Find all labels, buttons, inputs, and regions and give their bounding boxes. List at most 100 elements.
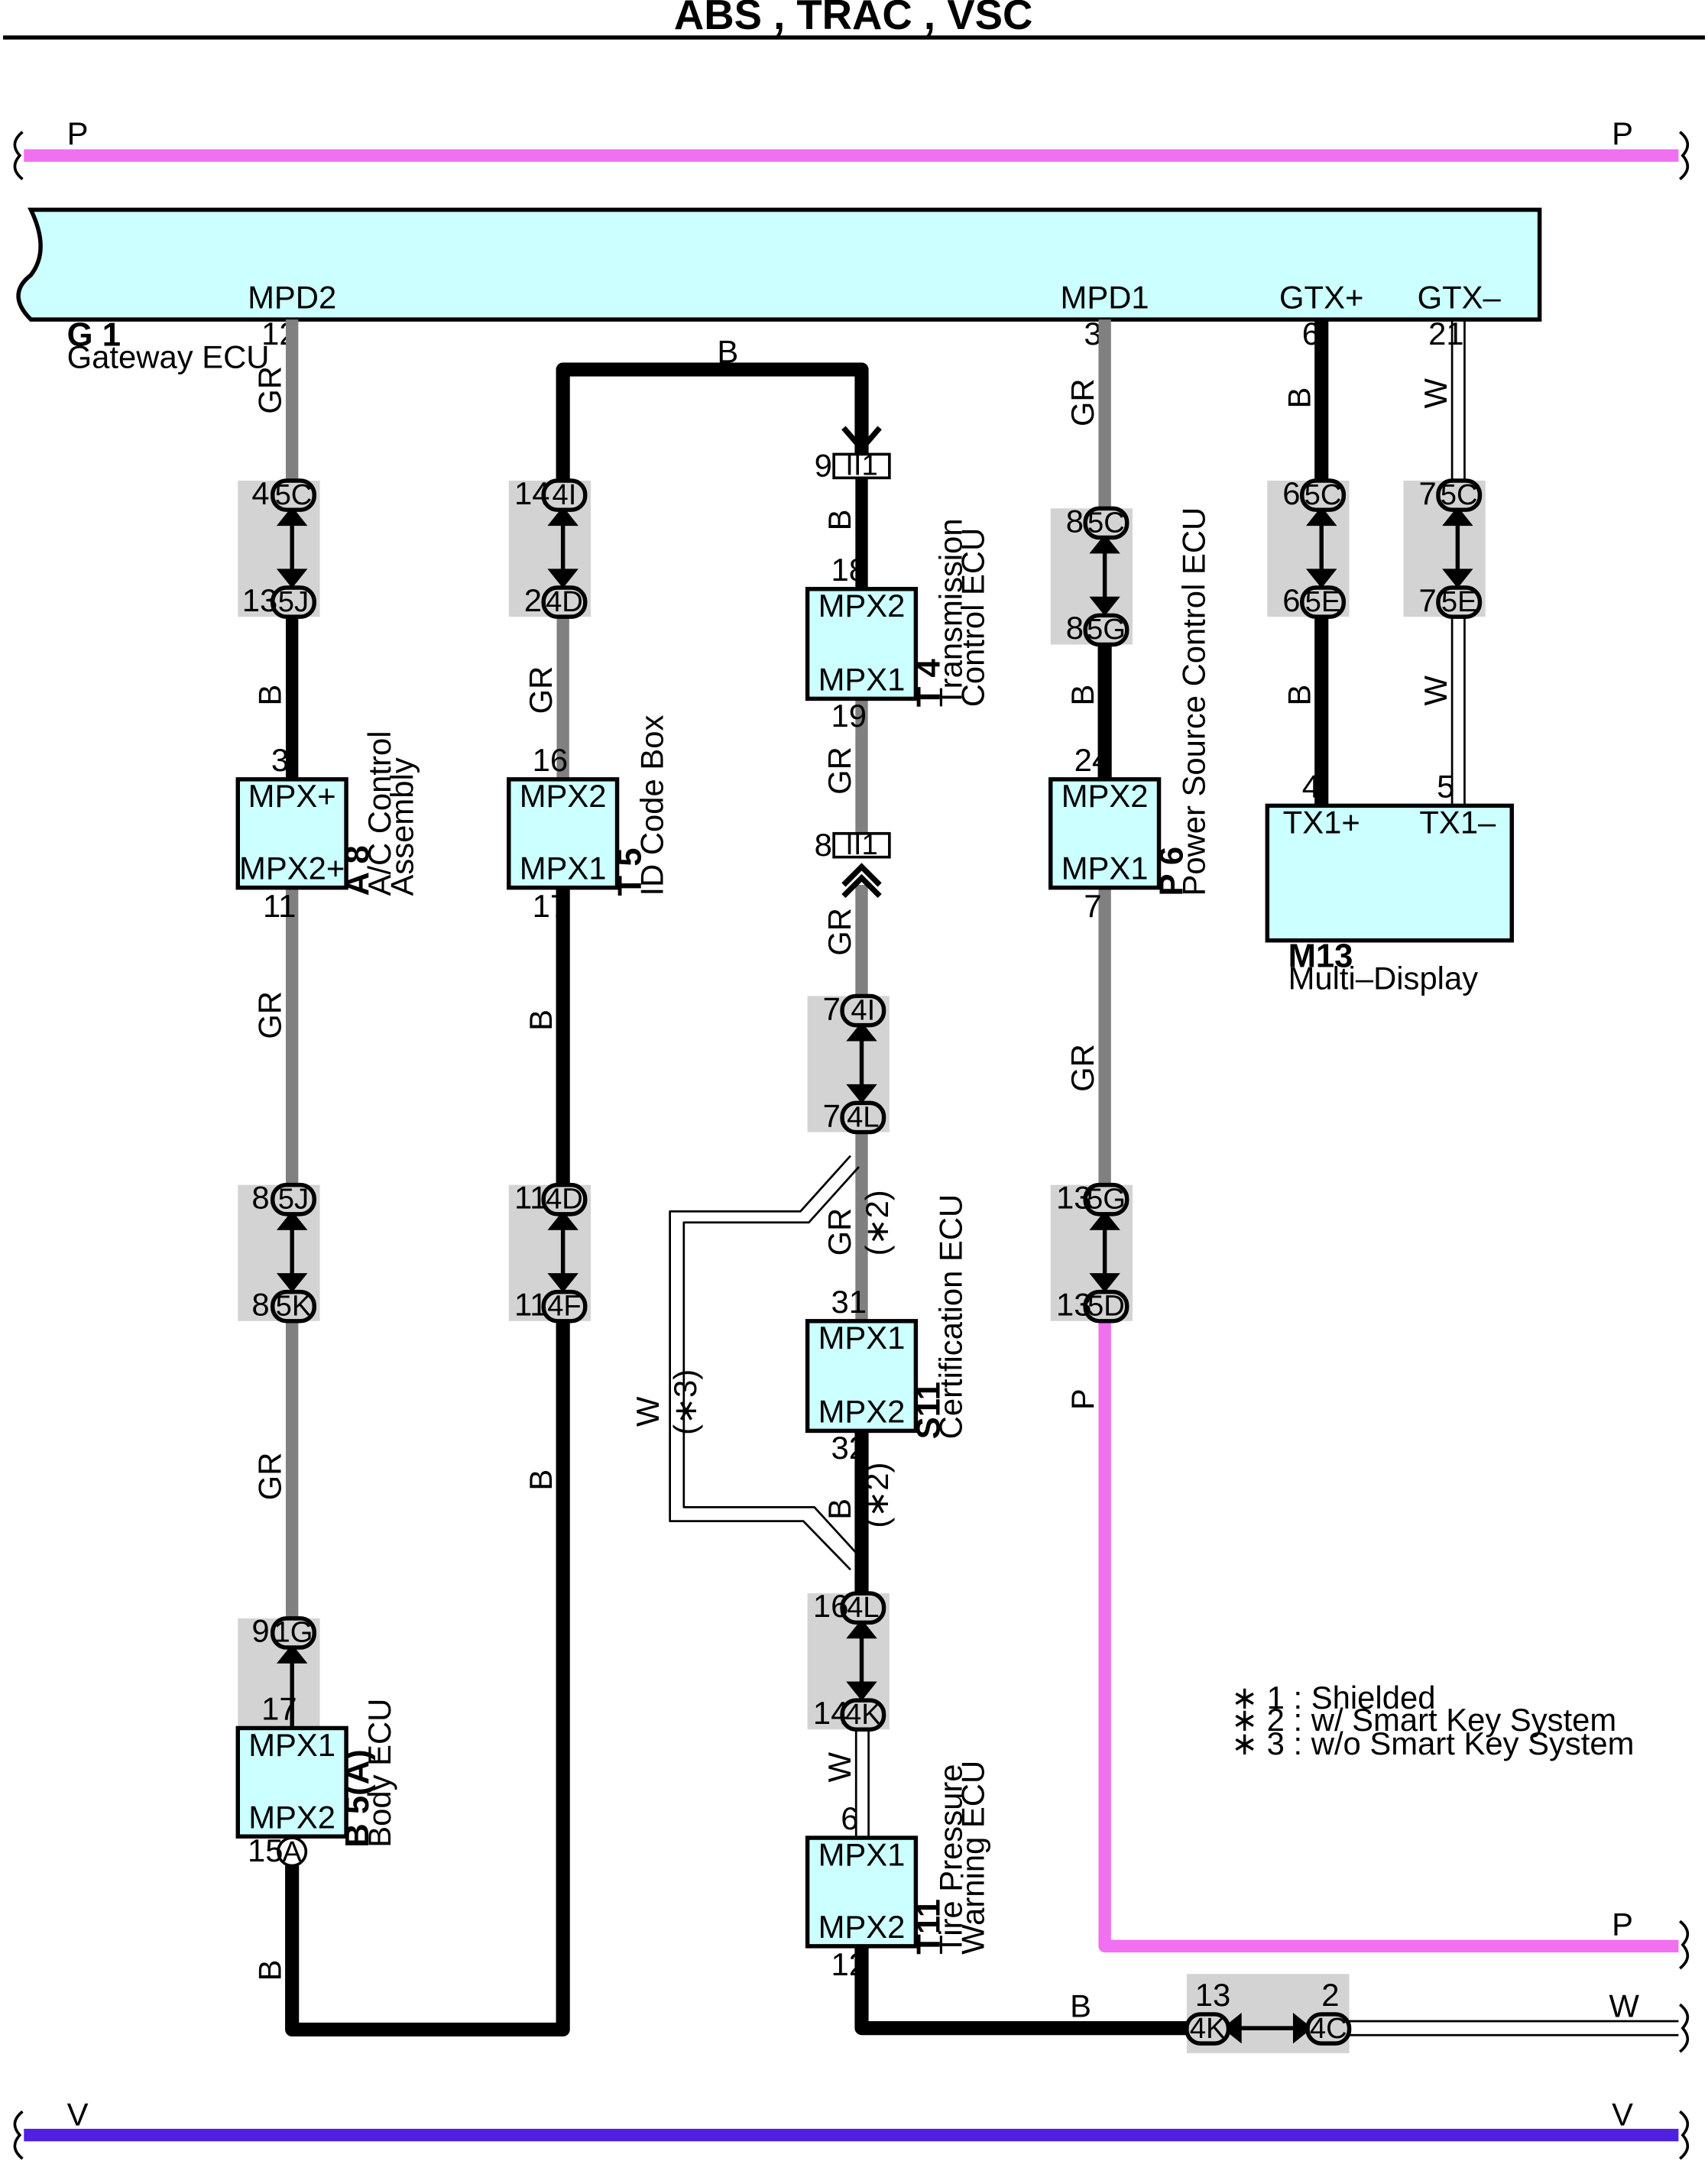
t5-terminal-bottom: MPX1 [520, 850, 607, 886]
bus-label-v-right: V [1612, 2096, 1633, 2132]
m13-pin-4: 4 [1302, 768, 1320, 804]
connector-5e: 5E [1305, 585, 1341, 618]
connector-5c-c: 5C [1304, 478, 1342, 511]
gateway-terminal-mpd1: MPD1 [1061, 280, 1149, 316]
gateway-ecu: MPD2 MPD1 GTX+ GTX– G 1 Gateway ECU 12 3… [16, 207, 1542, 375]
wire-color-labels: GR B GR GR B GR B B B B GR GR GR (∗2) B … [252, 333, 1640, 2023]
bus-label-p-right: P [1612, 115, 1633, 151]
wire-label-w-3: W [1609, 1988, 1640, 2024]
t11-pin-bottom: 12 [831, 1946, 867, 1982]
a8-name-1: A/C Control [361, 731, 397, 896]
a8-pin-top: 3 [271, 742, 289, 778]
pin-21: 21 [1428, 316, 1464, 352]
t5-code: T 5 [611, 848, 648, 896]
wire-label-gr-6: GR [822, 908, 857, 956]
a8-pin-bottom: 11 [263, 888, 296, 924]
pin-7-d: 7 [1418, 582, 1436, 618]
t5-name: ID Code Box [634, 714, 670, 896]
ii1-top-label: II1 [845, 449, 877, 482]
wire-label-gr-5: GR [822, 747, 857, 795]
s11-name: Certification ECU [932, 1194, 968, 1440]
t4-name-1: Transmission [932, 518, 968, 707]
connector-5g: 5G [1087, 613, 1126, 646]
note-shield-1: (∗2) [859, 1190, 895, 1255]
t5-terminal-top: MPX2 [520, 778, 607, 814]
t11-name-1: Tire Pressure [932, 1764, 968, 1954]
a8-terminal-top: MPX+ [248, 778, 336, 814]
legend-line-2: ∗ 2 : w/ Smart Key System [1231, 1702, 1616, 1738]
wire-label-b-4: B [523, 1469, 559, 1491]
a8-code: A 8 [339, 845, 376, 896]
pin-6-c: 6 [1282, 582, 1300, 618]
ecu-m13: TX1+ TX1– 4 5 M13 Multi–Display [1265, 768, 1514, 996]
wire-label-b-8: B [1065, 685, 1100, 706]
connector-5j: 5J [278, 585, 309, 618]
wire-label-w-5: W [1418, 675, 1454, 705]
p6-name: Power Source Control ECU [1176, 507, 1212, 896]
ecu-p6: MPX2 MPX1 24 7 P 6 Power Source Control … [1048, 507, 1212, 924]
connector-5g-b: 5G [1087, 1183, 1126, 1216]
power-bus-bottom: V V [13, 1920, 1690, 2160]
connector-5j-b: 5J [278, 1183, 309, 1216]
connector-5c: 5C [275, 478, 313, 511]
bus-label-v-left: V [67, 2096, 89, 2132]
pin-13-d: 13 [1195, 1977, 1231, 2013]
junction-connector-ii1-top: II1 9 [815, 426, 891, 484]
wire-label-b-5: B [822, 510, 857, 531]
wire-label-b-10: B [1282, 685, 1317, 706]
connector-4d: 4D [546, 585, 583, 618]
b5-pin-bottom: 15 [248, 1832, 284, 1868]
pin-14: 14 [514, 475, 550, 511]
note-shield-2: (∗2) [859, 1463, 895, 1528]
pin-2: 2 [524, 582, 542, 618]
junction-connector-ii1-bottom: II1 8 [815, 827, 891, 899]
pin-16: 16 [813, 1588, 849, 1624]
gateway-name: Gateway ECU [67, 339, 270, 375]
m13-code: M13 [1288, 938, 1353, 974]
s11-pin-bottom: 32 [831, 1430, 867, 1466]
wire-label-b-9: B [1282, 387, 1317, 409]
wire-label-b-7: B [1070, 1988, 1091, 2024]
gateway-code: G 1 [67, 317, 121, 354]
wire-label-gr-7: GR [822, 1208, 857, 1256]
t4-pin-bottom: 19 [831, 698, 867, 734]
ii1-bottom-label: II1 [845, 828, 877, 861]
pin-13-b: 13 [1056, 1180, 1092, 1216]
power-bus-top: P P [13, 115, 1690, 180]
p6-pin-top: 24 [1074, 742, 1110, 778]
b5-terminal-bottom: MPX2 [248, 1799, 335, 1835]
ecu-t11: MPX1 MPX2 6 12 T11 Tire Pressure Warning… [805, 1761, 990, 1982]
m13-name: Multi–Display [1288, 960, 1479, 996]
t4-name-2: Control ECU [954, 528, 990, 708]
pin-2-b: 2 [1321, 1977, 1339, 2013]
s11-pin-top: 31 [831, 1284, 867, 1320]
pin-13-c: 13 [1056, 1287, 1092, 1323]
connector-4l: 4L [847, 1100, 879, 1133]
connector-4f: 4F [547, 1290, 582, 1323]
t11-pin-top: 6 [841, 1800, 858, 1836]
b5-code: B 5(A) [339, 1749, 376, 1847]
connector-4d-b: 4D [546, 1183, 583, 1216]
pin-8-d: 8 [1066, 610, 1084, 646]
connector-4c: 4C [1310, 2012, 1347, 2045]
a8-terminal-bottom: MPX2+ [239, 850, 345, 886]
connector-pills: 5C 4 5J 13 5J 8 5K 8 1G 9 4I 14 4D 2 4D … [242, 475, 1483, 2046]
ecu-t4: MPX2 MPX1 18 19 T 4 Transmission Control… [805, 518, 990, 734]
wire-label-gr-2: GR [252, 991, 288, 1039]
connector-5e-b: 5E [1441, 585, 1477, 618]
connector-5d: 5D [1087, 1290, 1125, 1323]
wire-label-w-4: W [1418, 377, 1454, 408]
legend-line-1: ∗ 1 : Shielded [1231, 1680, 1435, 1716]
wire-label-gr-8: GR [1065, 378, 1100, 426]
pin-13: 13 [242, 582, 278, 618]
t5-pin-top: 16 [533, 742, 569, 778]
ecu-a8: MPX+ MPX2+ 3 11 A 8 A/C Control Assembly [235, 731, 420, 924]
connector-5c-d: 5C [1441, 478, 1478, 511]
ii1-bottom-pin: 8 [815, 827, 832, 863]
gateway-terminal-gtx-minus: GTX– [1418, 280, 1502, 316]
pin-3: 3 [1084, 316, 1101, 352]
wire-label-b-6: B [822, 1498, 857, 1520]
gateway-terminal-mpd2: MPD2 [248, 280, 336, 316]
pin-11-b: 11 [514, 1287, 547, 1323]
